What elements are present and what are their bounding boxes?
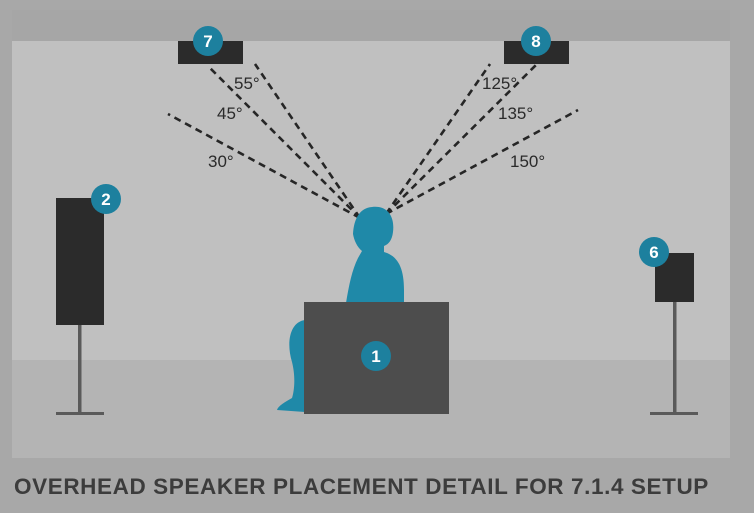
angle-lines <box>167 63 579 220</box>
svg-text:1: 1 <box>371 347 380 366</box>
angle-line-150 <box>385 108 579 216</box>
badge-front-left: 2 <box>91 184 121 214</box>
ceiling <box>12 10 730 41</box>
badge-overhead-right: 8 <box>521 26 551 56</box>
angle-label-45: 45° <box>217 104 243 123</box>
badge-overhead-left: 7 <box>193 26 223 56</box>
svg-text:6: 6 <box>649 243 658 262</box>
angle-label-135: 135° <box>498 104 533 123</box>
svg-text:7: 7 <box>203 32 212 51</box>
svg-text:8: 8 <box>531 32 540 51</box>
badge-surround-right: 6 <box>639 237 669 267</box>
badge-center: 1 <box>361 341 391 371</box>
listener-silhouette <box>277 206 404 412</box>
angle-label-125: 125° <box>482 74 517 93</box>
front-left-speaker <box>56 198 104 415</box>
speaker-badges: 1 2 6 7 8 <box>91 26 669 371</box>
angle-line-30 <box>167 112 361 220</box>
angle-line-125 <box>384 63 492 215</box>
angle-label-150: 150° <box>510 152 545 171</box>
angle-label-30: 30° <box>208 152 234 171</box>
svg-text:2: 2 <box>101 190 110 209</box>
diagram-caption: OVERHEAD SPEAKER PLACEMENT DETAIL FOR 7.… <box>14 474 709 499</box>
angle-label-55: 55° <box>234 74 260 93</box>
